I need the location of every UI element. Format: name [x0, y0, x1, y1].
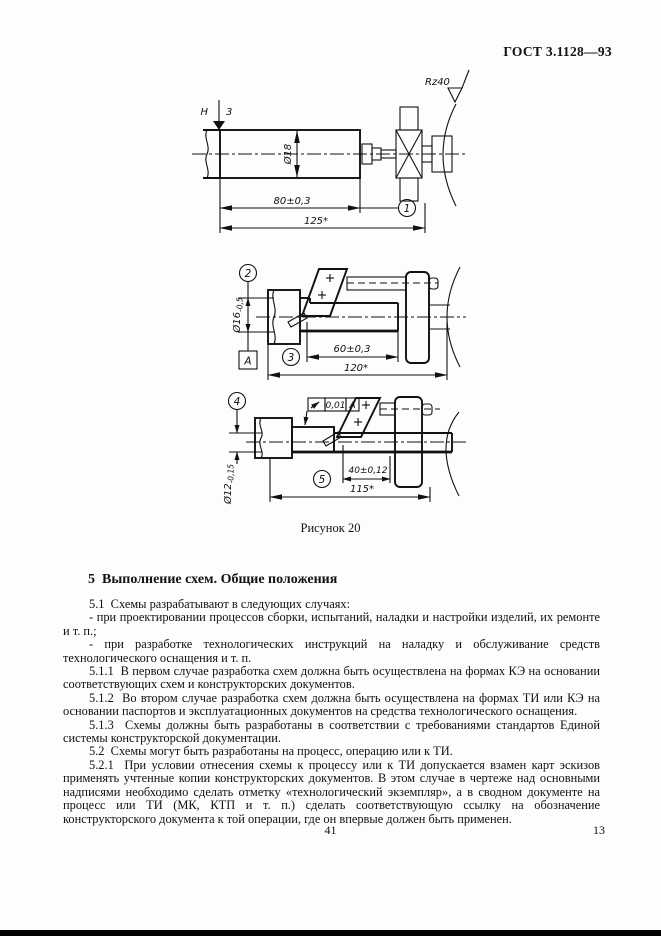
sketch-3-turning: 4 Ø12-0,15 0,01 А	[222, 391, 466, 505]
tailstock-assembly	[405, 266, 461, 368]
tailstock-assembly	[361, 103, 457, 207]
svg-text:А: А	[243, 356, 251, 368]
section-heading: 5 Выполнение схем. Общие положения	[88, 572, 338, 587]
runout-value: 0,01	[325, 401, 345, 411]
dim-125: 125*	[304, 216, 328, 227]
svg-text:4: 4	[234, 396, 241, 408]
svg-text:2: 2	[245, 268, 252, 280]
paragraph: 5.2 Схемы могут быть разработаны на проц…	[89, 744, 453, 759]
clamp-label: Н	[200, 107, 208, 118]
dim-120: 120*	[344, 363, 368, 374]
diameter-label: Ø18	[282, 144, 294, 166]
break-line	[259, 417, 263, 459]
surface-callout-1	[397, 198, 417, 218]
paragraph: 5.1.1 В первом случае разработка схем до…	[63, 664, 600, 692]
dim-115: 115*	[350, 484, 374, 495]
standard-number: ГОСТ 3.1128—93	[503, 44, 612, 59]
chuck-arc	[446, 266, 461, 368]
figure-20-drawing: Rz40 Н 3 Ø18	[192, 69, 470, 505]
paragraph: 5.2.1 При условии отнесения схемы к проц…	[63, 757, 600, 826]
surface-callout-3	[281, 347, 301, 367]
break-line	[272, 289, 276, 345]
paragraph: 5.1.2 Во втором случае разработка схем д…	[63, 690, 600, 719]
tool-plus-mark	[318, 274, 334, 299]
chuck-arc	[445, 411, 460, 497]
roughness-symbol-icon: Rz40	[425, 69, 470, 104]
sketch-1-turning: Н 3 Ø18	[192, 100, 466, 233]
dim-80: 80±0,3	[273, 196, 310, 207]
chuck-arc	[442, 103, 457, 207]
roughness-label: Rz40	[425, 77, 450, 88]
gripped-end	[267, 289, 301, 345]
scan-edge	[0, 930, 661, 936]
svg-text:5: 5	[319, 474, 326, 486]
diameter-label: Ø16-0,5	[231, 297, 245, 333]
paragraph: - при разработке технологических инструк…	[63, 637, 600, 665]
tailstock-assembly	[394, 396, 460, 497]
break-line	[205, 129, 209, 179]
svg-text:3: 3	[288, 352, 295, 364]
paragraph: 5.1.3 Схемы должны быть разработаны в со…	[63, 717, 600, 746]
dim-40: 40±0,12	[348, 466, 387, 476]
tolerance-frame: 0,01 А	[303, 397, 360, 426]
svg-text:1: 1	[404, 203, 411, 215]
surface-callout-5	[312, 469, 332, 489]
clamp-symbol-icon: Н 3	[200, 100, 232, 130]
page-number-right: 13	[593, 823, 605, 837]
paragraph: 5.1 Схемы разрабатывают в следующих случ…	[89, 597, 351, 611]
clamp-ref: 3	[226, 107, 232, 118]
dim-60: 60±0,3	[333, 344, 370, 355]
workpiece-body	[219, 129, 361, 179]
sketch-2-turning: 2 Ø16-0,5 А	[231, 263, 466, 380]
figure-caption: Рисунок 20	[300, 521, 361, 535]
page-number-center: 41	[324, 823, 337, 837]
section-body: 5.1 Схемы разрабатывают в следующих случ…	[63, 597, 600, 826]
datum-box	[238, 350, 258, 370]
diameter-label: Ø12-0,15	[222, 464, 236, 505]
paragraph: - при проектировании процессов сборки, и…	[63, 610, 600, 638]
tool-plus-mark	[354, 401, 370, 426]
runout-arrow-icon	[310, 401, 320, 409]
